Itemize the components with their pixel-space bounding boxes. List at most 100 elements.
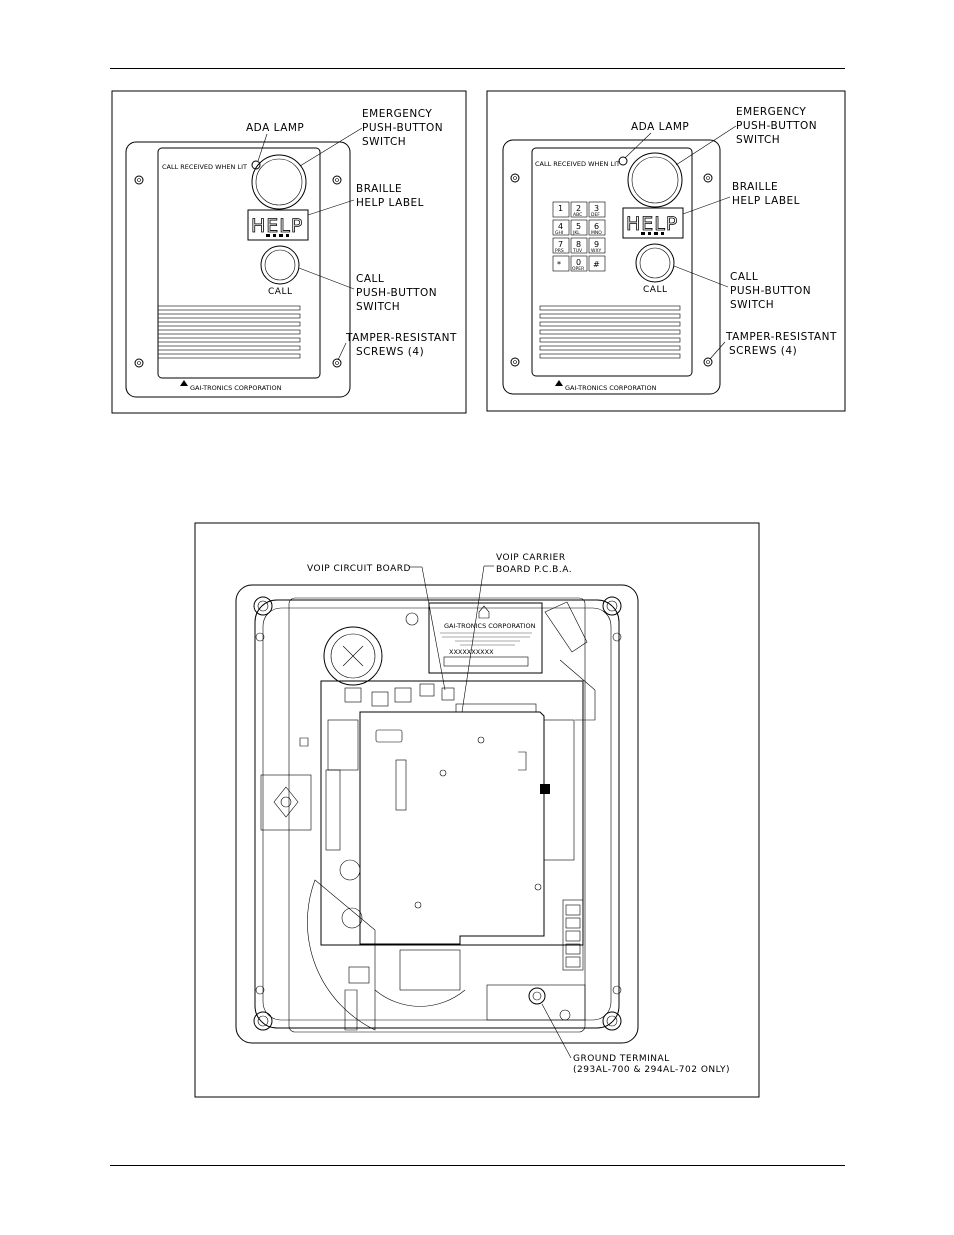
mount-hole xyxy=(405,612,419,626)
braille-dots xyxy=(654,232,658,235)
leader-line xyxy=(709,341,726,360)
emergency-label-1: EMERGENCY xyxy=(362,108,432,120)
emergency-label-2: PUSH-BUTTON xyxy=(362,122,443,134)
svg-text:2: 2 xyxy=(576,204,581,213)
tamper-label-1: TAMPER-RESISTANT xyxy=(725,331,837,343)
standoff-icon xyxy=(534,883,542,891)
svg-text:6: 6 xyxy=(594,222,599,231)
standoff-icon xyxy=(477,736,485,744)
emergency-label-3: SWITCH xyxy=(362,136,406,148)
svg-text:3: 3 xyxy=(594,204,599,213)
speaker-grille xyxy=(157,305,301,359)
leader-line xyxy=(682,196,731,215)
braille-label-1: BRAILLE xyxy=(356,183,402,195)
standoff-icon xyxy=(439,769,447,777)
footer-rule xyxy=(110,1165,845,1166)
header-connector xyxy=(395,759,407,811)
connector-icon xyxy=(419,683,435,697)
connector-icon xyxy=(371,691,389,707)
braille-dots xyxy=(661,232,664,235)
nameplate xyxy=(428,602,543,674)
svg-text:0: 0 xyxy=(576,258,581,267)
svg-text:9: 9 xyxy=(594,240,599,249)
board-component xyxy=(518,751,527,771)
screw-icon xyxy=(612,985,622,995)
braille-help-label xyxy=(247,209,309,241)
pushbutton-cross-icon xyxy=(342,645,364,667)
braille-dots xyxy=(648,232,651,235)
nameplate-serial: XXXXXXXXXX xyxy=(449,648,494,656)
emergency-label-3: SWITCH xyxy=(736,134,780,146)
terminal-screw xyxy=(565,917,581,929)
braille-label-1: BRAILLE xyxy=(732,181,778,193)
braille-dots xyxy=(266,234,270,237)
svg-text:GHI: GHI xyxy=(555,230,563,236)
standoff-icon xyxy=(414,901,422,909)
svg-text:MNO: MNO xyxy=(591,230,602,236)
enclosure-outer xyxy=(235,584,639,1044)
enclosure-floor xyxy=(288,597,586,1033)
svg-text:1: 1 xyxy=(558,204,563,213)
terminal-screw xyxy=(565,956,581,968)
capacitor-icon xyxy=(341,907,363,929)
call-button-ring xyxy=(639,247,671,279)
screw-icon xyxy=(612,632,622,642)
corner-bolt-icon xyxy=(253,596,273,616)
call-label-3: SWITCH xyxy=(730,299,774,311)
call-button-ring xyxy=(264,249,296,281)
keypad-key: # xyxy=(588,255,606,272)
cable-route xyxy=(559,659,596,721)
tamper-label-2: SCREWS (4) xyxy=(729,345,797,357)
bracket-diamond xyxy=(273,786,299,818)
call-button-icon xyxy=(260,245,300,285)
screw-icon xyxy=(255,985,265,995)
emergency-label-2: PUSH-BUTTON xyxy=(736,120,817,132)
mounting-bracket xyxy=(260,774,312,831)
call-label-1: CALL xyxy=(356,273,384,285)
voip-board-label: VOIP CIRCUIT BOARD xyxy=(307,564,411,574)
braille-label-2: HELP LABEL xyxy=(732,195,800,207)
leader-line xyxy=(299,127,363,167)
terminal-block xyxy=(327,719,359,771)
enclosure-gasket-inner xyxy=(262,607,612,1021)
capacitor-icon xyxy=(339,859,361,881)
speaker-grille xyxy=(539,305,681,359)
gai-tronics-logo-icon xyxy=(180,380,188,386)
side-bracket xyxy=(544,601,588,653)
tamper-screw-icon xyxy=(510,357,520,367)
ground-label-2: (293AL-700 & 294AL-702 ONLY) xyxy=(573,1065,730,1075)
voip-circuit-board xyxy=(320,680,584,946)
speaker-arc xyxy=(374,989,466,1007)
figure-bottom-frame xyxy=(194,522,760,1098)
ada-lamp-label: ADA LAMP xyxy=(246,122,304,134)
voip-carrier-board xyxy=(359,711,545,945)
brand-text: GAI-TRONICS CORPORATION xyxy=(190,384,282,392)
nameplate-barcode-box xyxy=(443,656,529,667)
help-text: HELP xyxy=(251,215,303,237)
tamper-screw-icon xyxy=(332,175,342,185)
figure-right-frame xyxy=(486,90,846,412)
connector-icon xyxy=(441,687,455,701)
call-label-2: PUSH-BUTTON xyxy=(356,287,437,299)
svg-text:DEF: DEF xyxy=(591,212,600,218)
tamper-screw-icon xyxy=(134,175,144,185)
ground-label-1: GROUND TERMINAL xyxy=(573,1054,670,1064)
terminal-screw xyxy=(565,930,581,942)
component-strip xyxy=(455,703,537,713)
braille-label-2: HELP LABEL xyxy=(356,197,424,209)
leader-line xyxy=(337,342,347,361)
connector-icon xyxy=(344,687,362,703)
pushbutton-ring xyxy=(330,633,376,679)
leader-line xyxy=(673,265,729,288)
component-ic xyxy=(540,784,550,794)
call-button-icon xyxy=(635,243,675,283)
emergency-button-ring xyxy=(631,156,679,204)
call-received-text: CALL RECEIVED WHEN LIT xyxy=(162,163,247,171)
tamper-screw-icon xyxy=(703,173,713,183)
strap xyxy=(344,989,358,1031)
leader-line xyxy=(461,565,485,713)
